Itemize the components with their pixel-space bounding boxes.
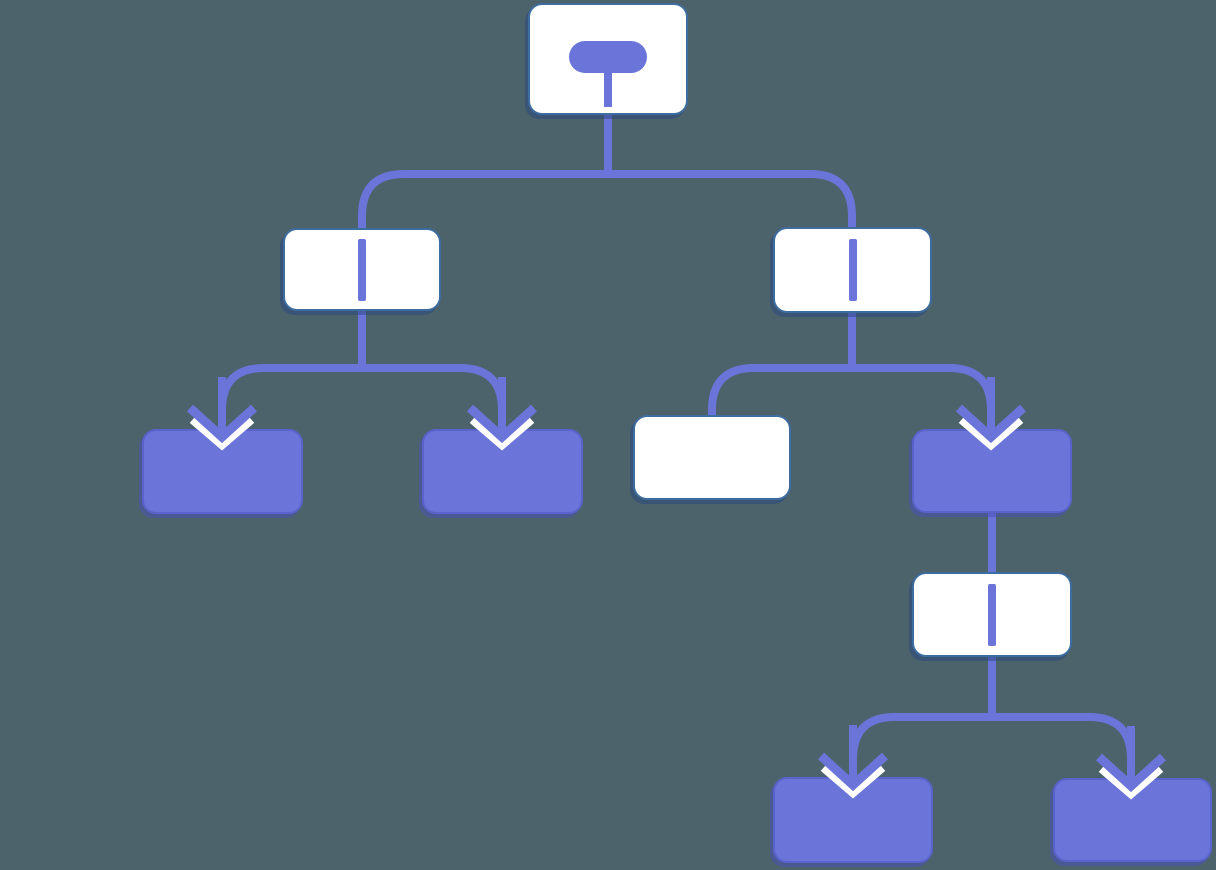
pass-through-node[interactable] <box>912 429 1072 513</box>
vertical-bar-glyph <box>988 583 996 646</box>
leaf-node-4[interactable] <box>1053 778 1212 862</box>
branch-right-node[interactable] <box>773 227 932 313</box>
leaf-node-1[interactable] <box>142 429 303 514</box>
root-node[interactable] <box>528 3 688 115</box>
leaf-node-2[interactable] <box>422 429 583 514</box>
pill-glyph <box>569 41 647 73</box>
pill-stem-glyph <box>604 71 612 107</box>
leaf-node-3[interactable] <box>773 777 933 863</box>
branch-left-node[interactable] <box>283 228 441 311</box>
vertical-bar-glyph <box>358 238 366 301</box>
plain-white-node[interactable] <box>633 415 791 500</box>
branch-lower-node[interactable] <box>912 572 1072 657</box>
vertical-bar-glyph <box>848 239 857 301</box>
